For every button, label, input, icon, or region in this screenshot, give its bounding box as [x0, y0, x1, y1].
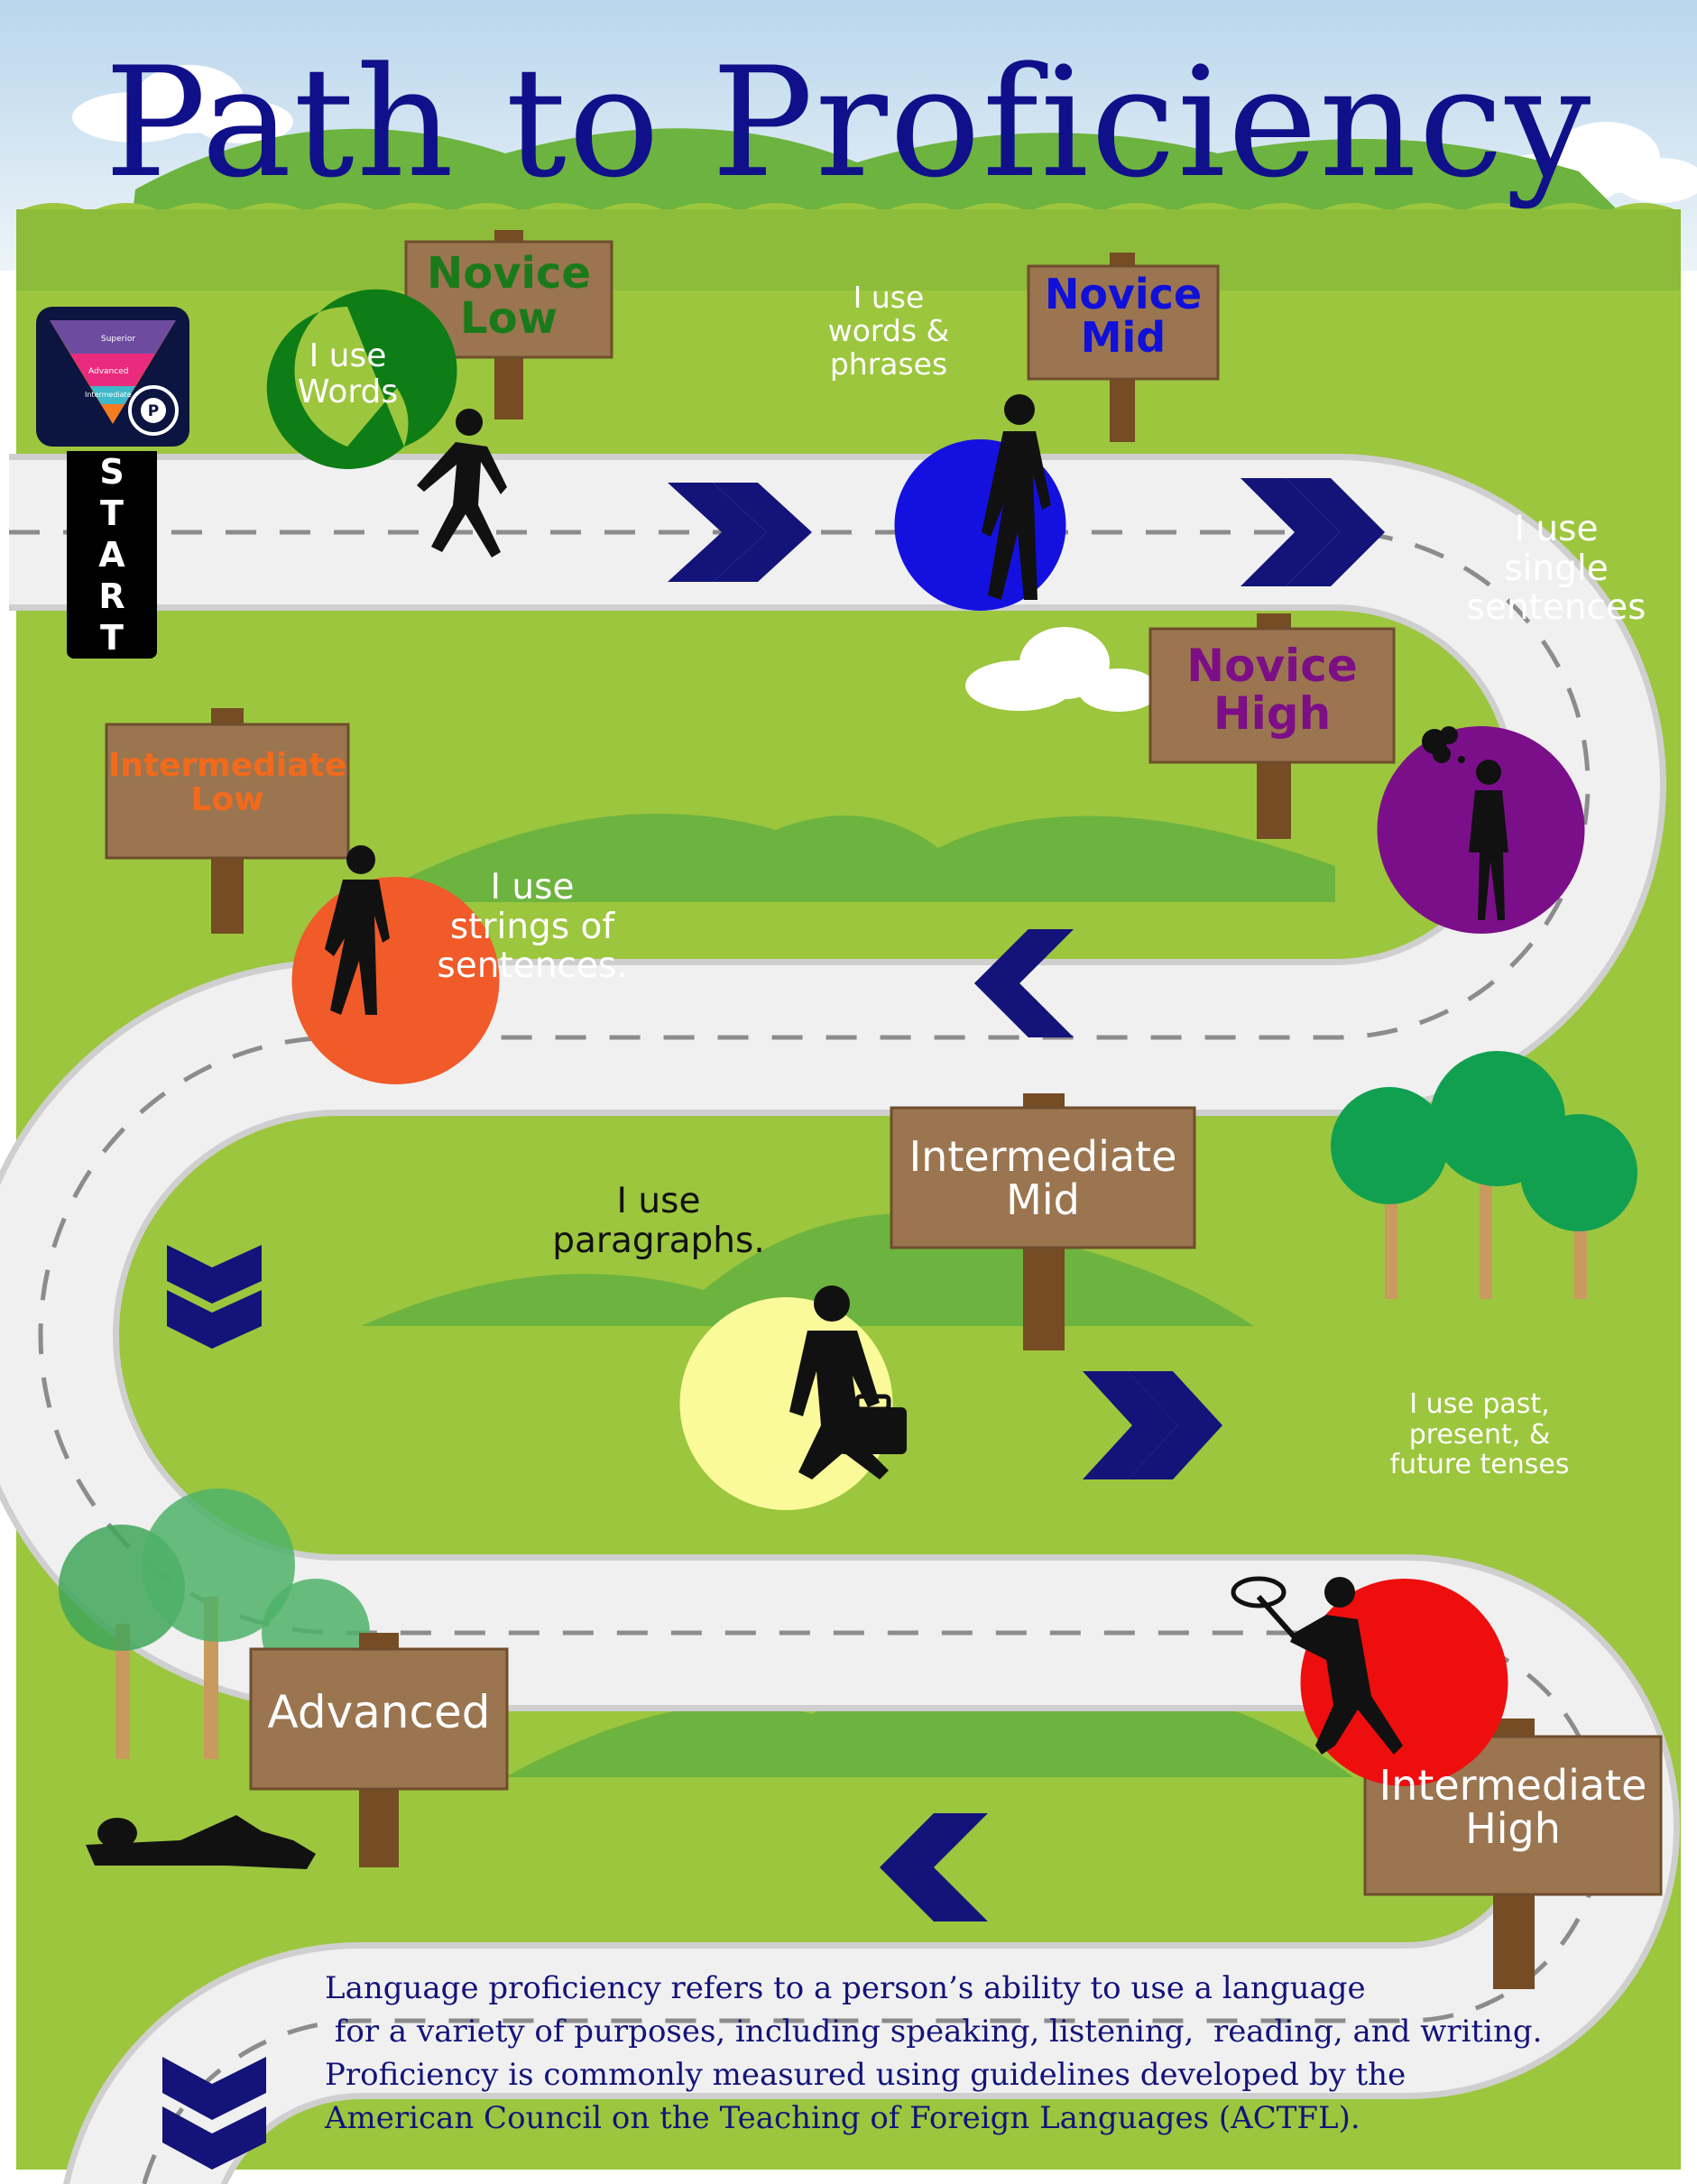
sign-line: Novice [427, 248, 591, 299]
sign-novice-mid [1027, 253, 1220, 442]
sign-label-novice-mid: Novice Mid [1028, 272, 1218, 360]
sign-line: Low [190, 780, 264, 818]
sign-label-advanced: Advanced [251, 1689, 507, 1737]
start-letter: R [98, 576, 125, 616]
person-thinking-icon [1422, 726, 1508, 920]
bubble-line: paragraphs. [552, 1220, 765, 1261]
bubble-text-intermediate-low: I use strings of sentences. [424, 868, 641, 986]
caption-line: Proficiency is commonly measured using g… [325, 2057, 1406, 2093]
bubble-line: I use past, [1409, 1388, 1550, 1420]
pyramid-label-superior: Superior [101, 335, 135, 344]
bubble-line: words & [827, 312, 950, 348]
sign-line: Mid [1006, 1175, 1080, 1225]
sign-intermediate-mid [890, 1093, 1196, 1350]
chevron-down-icon [167, 1245, 262, 1349]
sign-label-intermediate-low: Intermediate Low [106, 749, 348, 817]
chevron-right-icon [668, 483, 812, 582]
tree-group [1331, 1051, 1637, 1299]
bubble-intermediate-mid [679, 1297, 893, 1510]
chevron-right-icon [1240, 478, 1385, 586]
sign-advanced [249, 1633, 509, 1867]
bubble-text-novice-high: I use single sentences [1443, 510, 1669, 628]
page-title: Path to Proficiency [104, 34, 1593, 211]
sign-line: Low [460, 293, 558, 345]
bubble-line: Words [297, 373, 399, 411]
bubble-text-novice-mid: I use words & phrases [803, 281, 974, 382]
chevron-left-icon [974, 929, 1074, 1037]
caption-line: Language proficiency refers to a person’… [325, 1970, 1366, 2006]
bubble-text-intermediate-high: I use past, present, & future tenses [1371, 1389, 1588, 1480]
bubble-line: future tenses [1389, 1449, 1570, 1481]
bubble-novice-low [266, 289, 457, 469]
sign-line: Advanced [267, 1686, 491, 1738]
sign-line: Intermediate [107, 747, 347, 784]
proficiency-pyramid-badge: P Superior Advanced Intermediate [36, 307, 189, 447]
person-running-icon [417, 409, 507, 558]
bubble-line: single [1504, 548, 1609, 589]
cloud [965, 627, 1159, 712]
bubble-line: I use [1514, 509, 1599, 549]
person-walking-icon [982, 394, 1051, 600]
pyramid-label-intermediate: Intermediate [85, 391, 132, 399]
start-letter: T [100, 618, 124, 658]
sign-line: High [1213, 687, 1332, 740]
bubble-line: I use [490, 867, 575, 908]
start-marker: S T A R T [67, 451, 157, 659]
bubble-text-novice-low: I use Words [269, 337, 427, 411]
pyramid-label-advanced: Advanced [88, 367, 128, 376]
person-with-briefcase-icon [789, 1286, 907, 1479]
bubble-line: phrases [829, 346, 948, 382]
start-letter: S [99, 452, 125, 492]
road-dashes [9, 530, 1604, 2184]
bubble-line: strings of [449, 906, 615, 947]
bubble-line: I use [616, 1181, 701, 1221]
badge-letter: P [148, 402, 159, 420]
bubble-line: I use [853, 280, 925, 315]
caption-line: for a variety of purposes, including spe… [325, 2014, 1543, 2050]
person-with-net-icon [1231, 1576, 1403, 1755]
grass-band [16, 209, 1681, 290]
person-lying-down-icon [86, 1815, 316, 1869]
caption-line: American Council on the Teaching of Fore… [325, 2100, 1360, 2136]
sign-intermediate-low [105, 708, 350, 934]
sign-label-novice-low: Novice Low [406, 251, 612, 342]
sign-line: Intermediate [1379, 1761, 1647, 1810]
sign-line: Novice [1044, 270, 1203, 318]
sign-novice-high [1148, 613, 1396, 839]
chevron-right-icon [1083, 1371, 1222, 1479]
bubble-line: present, & [1408, 1418, 1551, 1451]
bubble-line: sentences [1466, 587, 1646, 629]
sign-label-intermediate-high: Intermediate High [1365, 1764, 1661, 1851]
description-text: Language proficiency refers to a person’… [325, 1967, 1678, 2140]
sign-line: Mid [1080, 313, 1167, 363]
bubble-text-intermediate-mid: I use paragraphs. [541, 1182, 776, 1260]
bubble-line: sentences. [437, 945, 628, 987]
hill [361, 814, 1335, 902]
sign-line: Novice [1186, 640, 1358, 692]
bubble-line: I use [309, 337, 387, 374]
start-letter: A [98, 535, 125, 575]
chevron-left-icon [880, 1813, 988, 1921]
person-walking-icon [325, 845, 390, 1015]
sign-label-intermediate-mid: Intermediate Mid [891, 1135, 1194, 1222]
chevron-down-icon [162, 2057, 266, 2170]
sign-line: High [1465, 1804, 1561, 1854]
sign-label-novice-high: Novice High [1150, 642, 1394, 737]
sign-line: Intermediate [908, 1132, 1177, 1181]
cloud [72, 65, 293, 143]
start-letter: T [100, 493, 124, 533]
